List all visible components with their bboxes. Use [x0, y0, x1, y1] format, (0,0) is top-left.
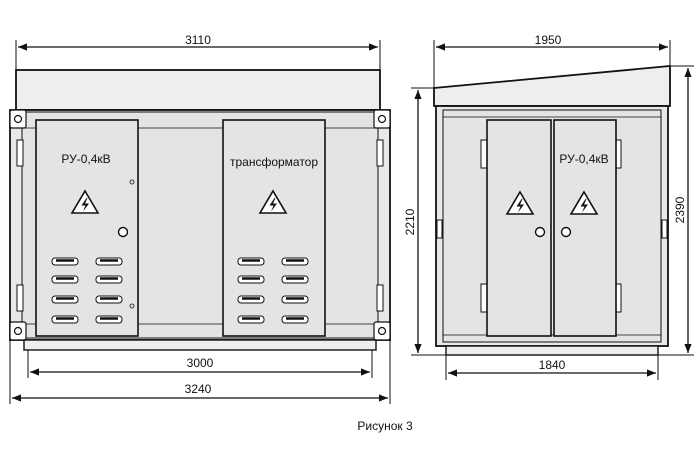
- front-dimension-overall: 3110: [15, 33, 381, 70]
- front-base: [23, 339, 377, 351]
- side-door-label: РУ-0,4кВ: [559, 152, 608, 166]
- front-door-right-label: трансформатор: [230, 155, 318, 169]
- side-dimension-height-overall: 2390: [658, 65, 694, 356]
- front-width-overall-label: 3110: [185, 33, 211, 47]
- side-dimension-base: 1840: [445, 355, 659, 380]
- side-view: 1950 РУ-0,4кВ: [403, 33, 694, 380]
- side-height-overall-label: 2390: [673, 196, 687, 223]
- side-dimension-overall: 1950: [433, 33, 671, 88]
- front-dimension-base: 3240: [9, 340, 391, 404]
- front-door-left-label: РУ-0,4кВ: [61, 152, 110, 166]
- side-base: [445, 345, 659, 356]
- side-width-overall-label: 1950: [535, 33, 562, 47]
- side-dimension-height-inner: 2210: [403, 87, 446, 356]
- front-door-left: РУ-0,4кВ: [35, 119, 139, 337]
- door-handle-icon: [560, 226, 572, 238]
- front-roof: [15, 69, 381, 111]
- front-dimension-inner: 3000: [27, 350, 373, 378]
- front-width-inner-label: 3000: [187, 356, 214, 370]
- front-side-hinges: [16, 139, 384, 312]
- front-corner-brackets: [9, 109, 391, 341]
- door-handle-icon: [117, 226, 129, 238]
- front-view: 3110 РУ-0,4кВ: [9, 33, 391, 404]
- front-door-right: трансформатор: [222, 119, 326, 337]
- side-roof: [433, 65, 671, 107]
- door-handle-icon: [534, 226, 546, 238]
- front-width-base-label: 3240: [185, 382, 212, 396]
- side-door-left: [486, 119, 552, 337]
- figure-caption: Рисунок 3: [357, 419, 413, 433]
- side-panel: [442, 109, 662, 343]
- side-width-base-label: 1840: [539, 358, 566, 372]
- side-height-inner-label: 2210: [403, 208, 417, 235]
- side-door-right: РУ-0,4кВ: [553, 119, 617, 337]
